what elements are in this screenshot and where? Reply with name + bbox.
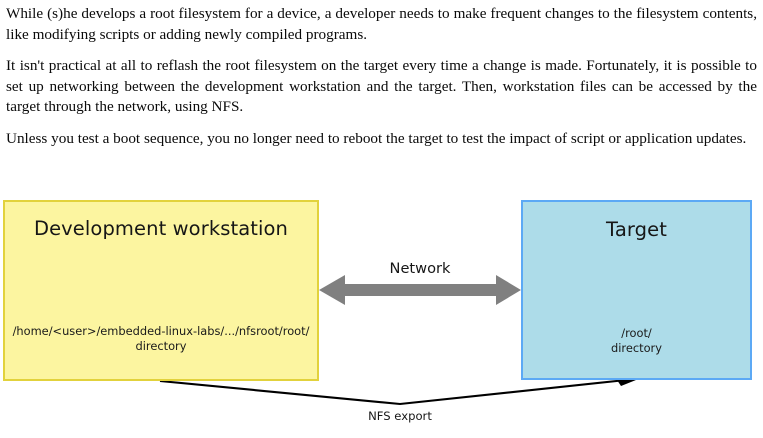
nfs-export-arrow-icon <box>159 378 641 406</box>
network-arrow-label: Network <box>389 260 451 277</box>
target-path: /root/ directory <box>523 326 750 356</box>
target-path-line2: directory <box>611 341 662 355</box>
article-body: While (s)he develops a root filesystem f… <box>6 4 757 149</box>
development-workstation-box[interactable]: Development workstation /home/<user>/emb… <box>3 200 319 381</box>
network-arrow-icon <box>319 275 521 305</box>
workstation-title: Development workstation <box>33 217 289 240</box>
target-title: Target <box>606 218 667 241</box>
target-path-line1: /root/ <box>621 326 652 340</box>
paragraph-1: While (s)he develops a root filesystem f… <box>6 5 757 43</box>
paragraph-2: It isn't practical at all to reflash the… <box>6 57 757 115</box>
nfs-export-arrow-label: NFS export <box>368 409 432 423</box>
target-box[interactable]: Target /root/ directory <box>521 200 752 380</box>
workstation-path: /home/<user>/embedded-linux-labs/.../nfs… <box>5 324 317 354</box>
paragraph-3: Unless you test a boot sequence, you no … <box>6 129 747 147</box>
workstation-path-line2: directory <box>135 339 187 353</box>
workstation-path-line1: /home/<user>/embedded-linux-labs/.../nfs… <box>12 324 310 338</box>
